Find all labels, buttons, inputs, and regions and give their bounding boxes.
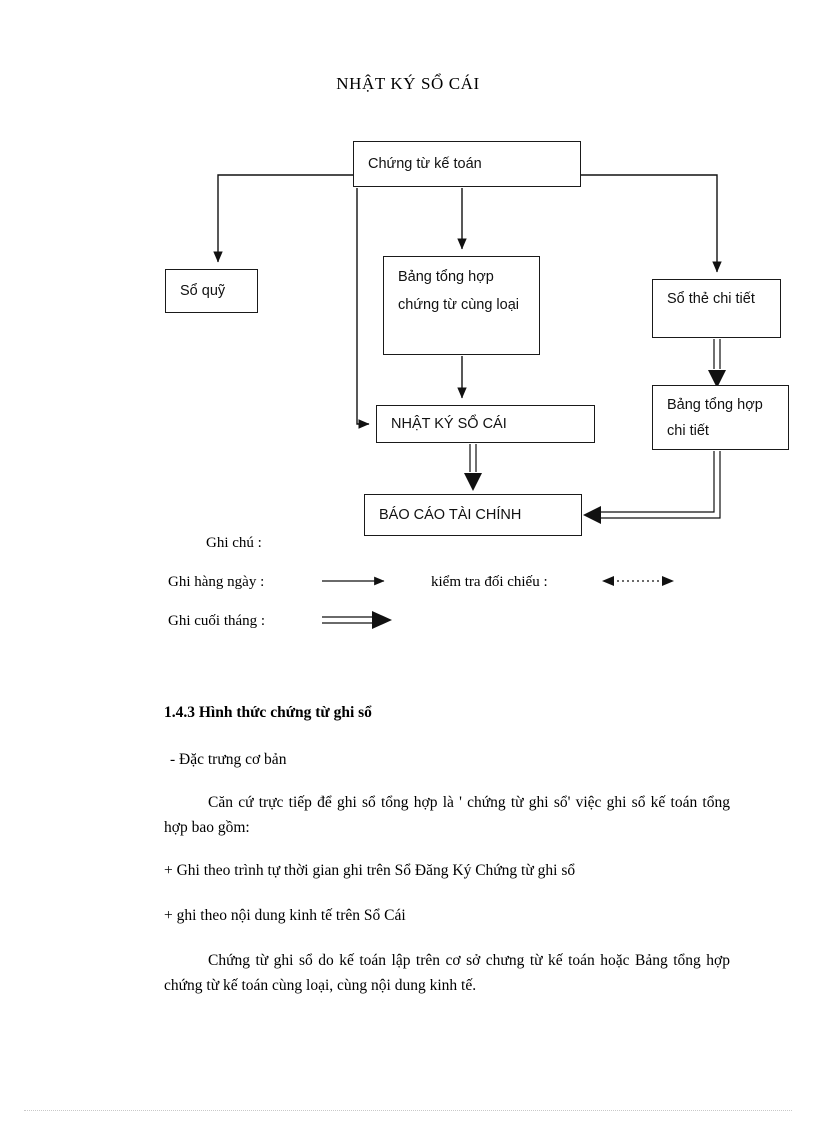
- arrowhead-bangct-baocao: [583, 506, 601, 524]
- paragraph-2: Chứng từ ghi sổ do kế toán lập trên cơ s…: [164, 952, 730, 994]
- paragraph-1: Căn cứ trực tiếp để ghi sổ tổng hợp là '…: [164, 794, 730, 836]
- node-so-quy: Sổ quỹ: [165, 269, 258, 313]
- legend-label-monthly: Ghi cuối tháng :: [168, 613, 266, 629]
- edge-chungtu-sothe: [581, 174, 722, 273]
- node-nhat-ky-so-cai: NHẬT KÝ SỔ CÁI: [376, 405, 595, 443]
- node-bang-tong-hop-chung-tu-cung-loai: Bảng tổng hợp chứng từ cùng loại: [383, 256, 540, 355]
- double-arrowheads: [464, 370, 726, 524]
- bullet-1: + Ghi theo trình tự thời gian ghi trên S…: [164, 862, 576, 879]
- edge-bangct-baocao-rail-outer: [600, 451, 715, 513]
- page-title: NHẬT KÝ SỔ CÁI: [336, 74, 480, 93]
- arrowhead-sothe-bangct: [708, 370, 726, 388]
- flowchart-connectors: [213, 174, 726, 524]
- node-bang-tong-hop-chi-tiet: Bảng tổng hợp chi tiết: [652, 385, 789, 450]
- legend: Ghi chú : Ghi hàng ngày : Ghi cuối tháng…: [0, 0, 816, 629]
- footer-divider: [24, 1110, 792, 1112]
- edge-chungtu-nhatky: [356, 188, 370, 429]
- node-bao-cao-tai-chinh: BÁO CÁO TÀI CHÍNH: [364, 494, 582, 536]
- body-content: 1.4.3 Hình thức chứng từ ghi sổ - Đặc tr…: [0, 700, 816, 998]
- legend-label-daily: Ghi hàng ngày :: [168, 574, 265, 590]
- node-chung-tu-ke-toan: Chứng từ kế toán: [353, 141, 581, 187]
- edge-chungtu-soquy: [213, 174, 353, 263]
- node-so-the-chi-tiet: Sổ thẻ chi tiết: [652, 279, 781, 338]
- legend-title: Ghi chú :: [206, 535, 262, 551]
- legend-label-check: kiểm tra đối chiếu :: [431, 574, 548, 590]
- arrowhead-nhatky-baocao: [464, 473, 482, 491]
- edge-bangct-baocao-rail-inner: [600, 451, 721, 519]
- section-subheading: - Đặc trưng cơ bản: [170, 751, 287, 768]
- bullet-2: + ghi theo nội dung kinh tế trên Sổ Cái: [164, 907, 406, 924]
- section-heading: 1.4.3 Hình thức chứng từ ghi sổ: [164, 704, 372, 721]
- flowchart-diagram: Chứng từ kế toán Sổ quỹ Bảng tổng hợp ch…: [165, 141, 789, 536]
